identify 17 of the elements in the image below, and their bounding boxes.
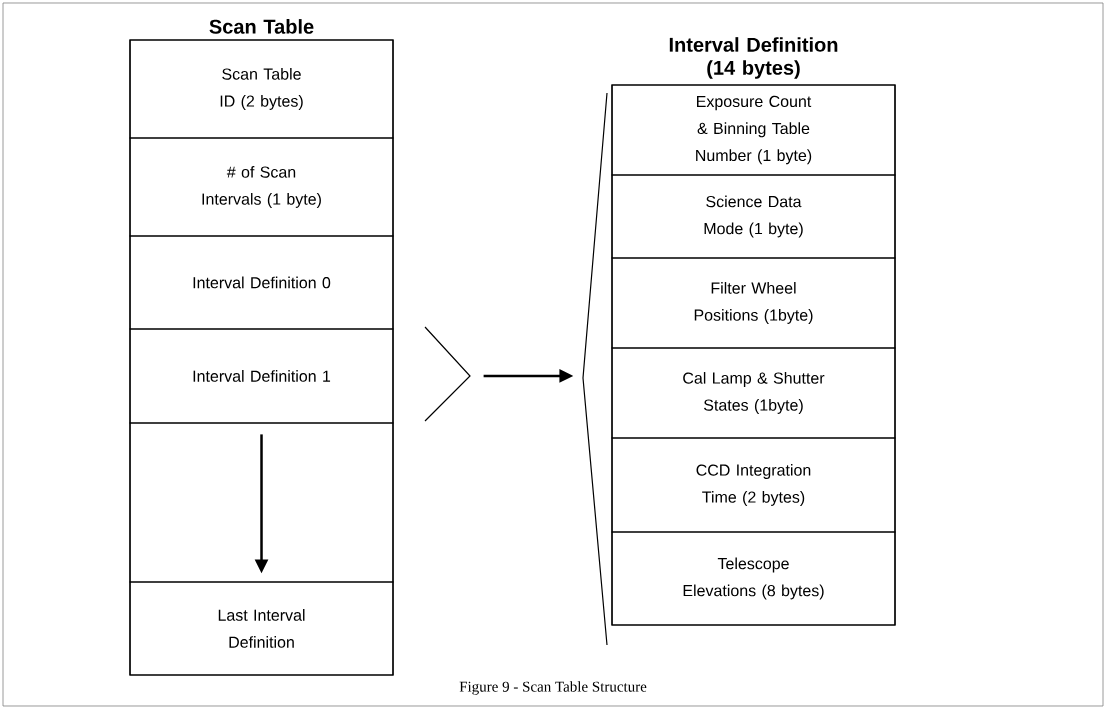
node-label: Interval Definition (14 bytes) [669,37,838,79]
table-row: Science Data Mode (1 byte) [611,174,896,259]
expansion-bracket [424,326,471,422]
table-row: Cal Lamp & Shutter States (1byte) [611,347,896,439]
expansion-bracket [582,92,608,646]
figure-caption: Figure 9 - Scan Table Structure [459,681,647,695]
node-label: Scan Table [209,19,314,34]
table-row: Telescope Elevations (8 bytes) [611,531,896,626]
table-row: # of Scan Intervals (1 byte) [129,137,394,237]
table-row: Interval Definition 0 [129,235,394,330]
table-row: Exposure Count & Binning Table Number (1 byte) [611,84,896,176]
table-row: Interval Definition 1 [129,328,394,424]
empty-row [129,422,394,583]
table-row: Scan Table ID (2 bytes) [129,39,394,139]
table-row: CCD Integration Time (2 bytes) [611,437,896,533]
table-row: Filter Wheel Positions (1byte) [611,257,896,349]
table-row: Last Interval Definition [129,581,394,676]
